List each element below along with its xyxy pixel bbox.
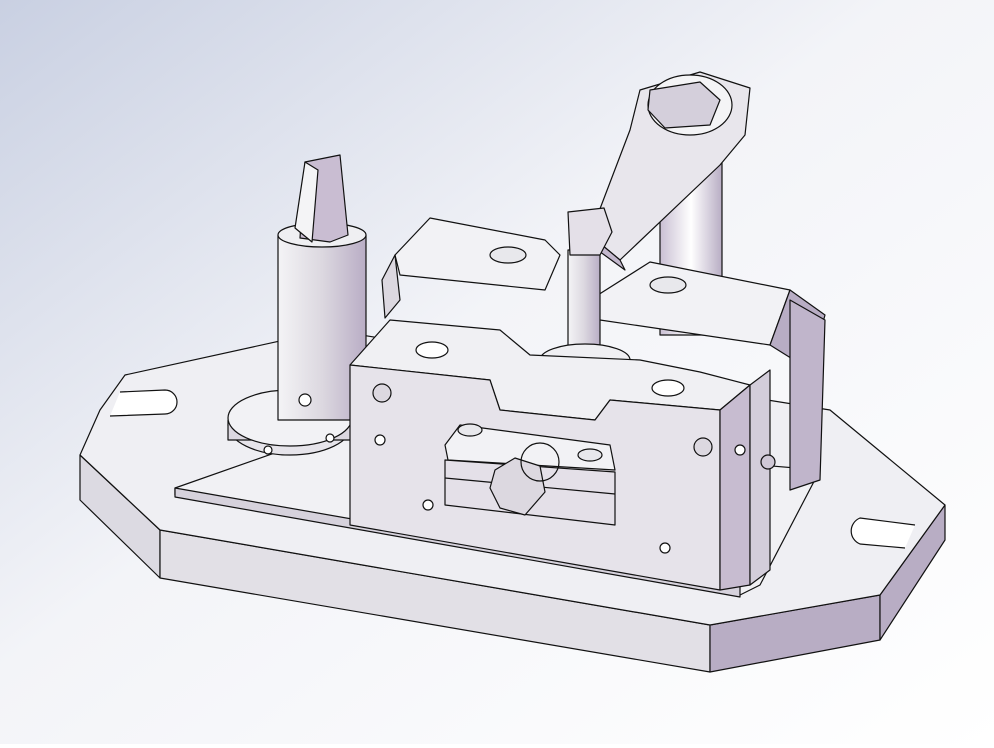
front-clamp	[444, 423, 616, 526]
locating-pin-left	[227, 154, 367, 456]
hex-bolt	[489, 457, 546, 516]
